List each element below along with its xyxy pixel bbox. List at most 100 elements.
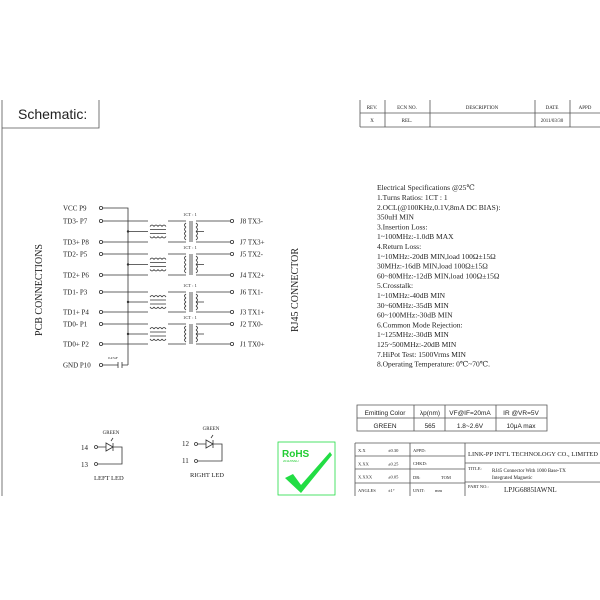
channel-wiring: [102, 323, 231, 345]
circuit-diagram: VCC P9 TD3- P7 TD3+ P8 TD2- P5 TD2+ P6 TD1- P…: [63, 205, 265, 370]
part-number: LPJG6885IAWNL: [504, 486, 557, 494]
tolerance-label: ANGLES: [358, 488, 376, 493]
rev-value: X: [370, 119, 374, 124]
page-title: Schematic:: [18, 106, 87, 122]
turns-ratio-label: 1CT : 1: [183, 245, 197, 250]
company-name: LINK-PP INT'L TECHNOLOGY CO., LIMITED: [468, 451, 598, 458]
left-pin-label: TD1- P3: [63, 289, 88, 297]
unit-value: mm: [435, 488, 443, 493]
spec-line: 1~10MHz:-20dB MIN,load 100Ω±15Ω: [377, 252, 496, 261]
spec-line: 125~500MHz:-20dB MIN: [377, 340, 457, 349]
left-pin-label: TD0- P1: [63, 321, 88, 329]
pin-terminal: [99, 239, 104, 244]
led-vf-value: 1.8~2.6V: [457, 423, 484, 430]
spec-line: 5.Crosstalk:: [377, 281, 413, 290]
pin-terminal: [229, 309, 234, 314]
transformer: [184, 221, 198, 242]
right-pin-label: J6 TX1-: [240, 289, 264, 297]
right-pin-label: J8 TX3-: [240, 218, 264, 226]
left-pin-label: GND P10: [63, 362, 91, 370]
spec-line: 60~80MHz:-12dB MIN,load 100Ω±15Ω: [377, 271, 500, 280]
rohs-subtext: 2011/65/EU: [283, 459, 299, 463]
left-pin-label: TD2- P5: [63, 251, 88, 259]
pin-terminal: [99, 218, 104, 223]
tolerance-label: X.XXX: [358, 475, 373, 480]
pin-terminal: [99, 362, 104, 367]
title-line-2: Integrated Magnetic: [492, 476, 533, 481]
led-wavelength-header: λp(nm): [420, 410, 440, 417]
turns-ratio-label: 1CT : 1: [183, 212, 197, 217]
pcb-connections-label: PCB CONNECTIONS: [34, 244, 45, 336]
revision-table: REV. ECN NO. DESCRIPTION DATE APPD X REL…: [359, 100, 600, 128]
appd-label: APPD:: [413, 448, 426, 453]
spec-line: 1~100MHz:-1.0dB MAX: [377, 232, 454, 241]
left-led-color: GREEN: [103, 431, 120, 436]
common-mode-choke: [149, 257, 167, 272]
led-table: Emitting Color λp(nm) VF@IF=20mA IR @VR=…: [356, 404, 548, 432]
spec-line: 2.OCL(@100KHz,0.1V,8mA DC BIAS):: [377, 203, 500, 212]
rj45-connector-label: RJ45 CONNECTOR: [290, 248, 301, 332]
spec-line: 350uH MIN: [377, 213, 414, 222]
pin-terminal: [229, 218, 234, 223]
spec-line: 8.Operating Temperature: 0℃~70℃.: [377, 360, 490, 369]
led-vf-header: VF@IF=20mA: [449, 410, 491, 417]
right-pin-label: J1 TX0+: [240, 341, 265, 349]
pin-terminal: [229, 321, 234, 326]
pin-terminal: [99, 289, 104, 294]
left-pin-label: TD0+ P2: [63, 341, 89, 349]
left-led-pin-a: 14: [81, 444, 89, 452]
ecn-value: REL.: [402, 119, 413, 124]
transformer: [184, 292, 198, 312]
capacitor-label: 0.47uF: [108, 356, 118, 360]
rohs-text: RoHS: [282, 449, 310, 460]
electrical-specifications: Electrical Specifications @25℃ 1.Turns R…: [377, 183, 500, 369]
turns-ratio-label: 1CT : 1: [183, 315, 197, 320]
spec-line: 30MHz:-16dB MIN,load 100Ω±15Ω: [377, 262, 488, 271]
led-ir-value: 10μA max: [506, 423, 536, 430]
right-led-label: RIGHT LED: [190, 472, 224, 479]
pin-terminal: [99, 272, 104, 277]
right-pin-label: J2 TX0-: [240, 321, 264, 329]
date-header: DATE: [546, 106, 559, 111]
led-wavelength-value: 565: [425, 423, 436, 430]
description-header: DESCRIPTION: [466, 106, 499, 111]
led-color-header: Emitting Color: [365, 410, 407, 417]
pin-terminal: [229, 289, 234, 294]
tolerance-value: ±0.30: [388, 448, 399, 453]
turns-ratio-label: 1CT : 1: [183, 283, 197, 288]
led-ir-header: IR @VR=5V: [503, 410, 539, 417]
pin-terminal: [99, 251, 104, 256]
pin-terminal: [99, 341, 104, 346]
left-led-label: LEFT LED: [94, 475, 124, 482]
pin-terminal: [229, 239, 234, 244]
left-led: GREEN 14 13 LEFT LED: [81, 431, 124, 482]
transformer: [184, 324, 198, 344]
channel-wiring: [102, 220, 231, 243]
left-pin-label: TD2+ P6: [63, 272, 89, 280]
tolerance-value: ±0.05: [388, 475, 399, 480]
date-value: 2011/03/30: [541, 119, 564, 124]
left-pin-label: TD3+ P8: [63, 239, 89, 247]
left-pin-label: TD3- P7: [63, 218, 88, 226]
part-no-label: PART NO.:: [468, 484, 489, 489]
pin-terminal: [99, 321, 104, 326]
tolerance-label: X.XX: [358, 461, 370, 466]
common-mode-choke: [149, 295, 167, 309]
rohs-logo: RoHS 2011/65/EU: [277, 441, 336, 496]
channel-wiring: [102, 253, 231, 276]
transformer: [184, 254, 198, 275]
pin-terminal: [99, 309, 104, 314]
spec-line: 7.HiPot Test: 1500Vrms MIN: [377, 350, 466, 359]
pin-terminal: [229, 251, 234, 256]
spec-line: 4.Return Loss:: [377, 242, 421, 251]
left-pin-label: VCC P9: [63, 205, 87, 213]
spec-line: 1.Turns Ratios: 1CT : 1: [377, 193, 448, 202]
title-box: [2, 100, 100, 129]
spec-line: 3.Insertion Loss:: [377, 222, 427, 231]
channel-wiring: [102, 291, 231, 313]
chkd-label: CHKD:: [413, 461, 427, 466]
rev-header: REV.: [367, 106, 378, 111]
spec-line: 60~100MHz:-30dB MIN: [377, 311, 453, 320]
appd-header: APPD: [579, 106, 592, 111]
